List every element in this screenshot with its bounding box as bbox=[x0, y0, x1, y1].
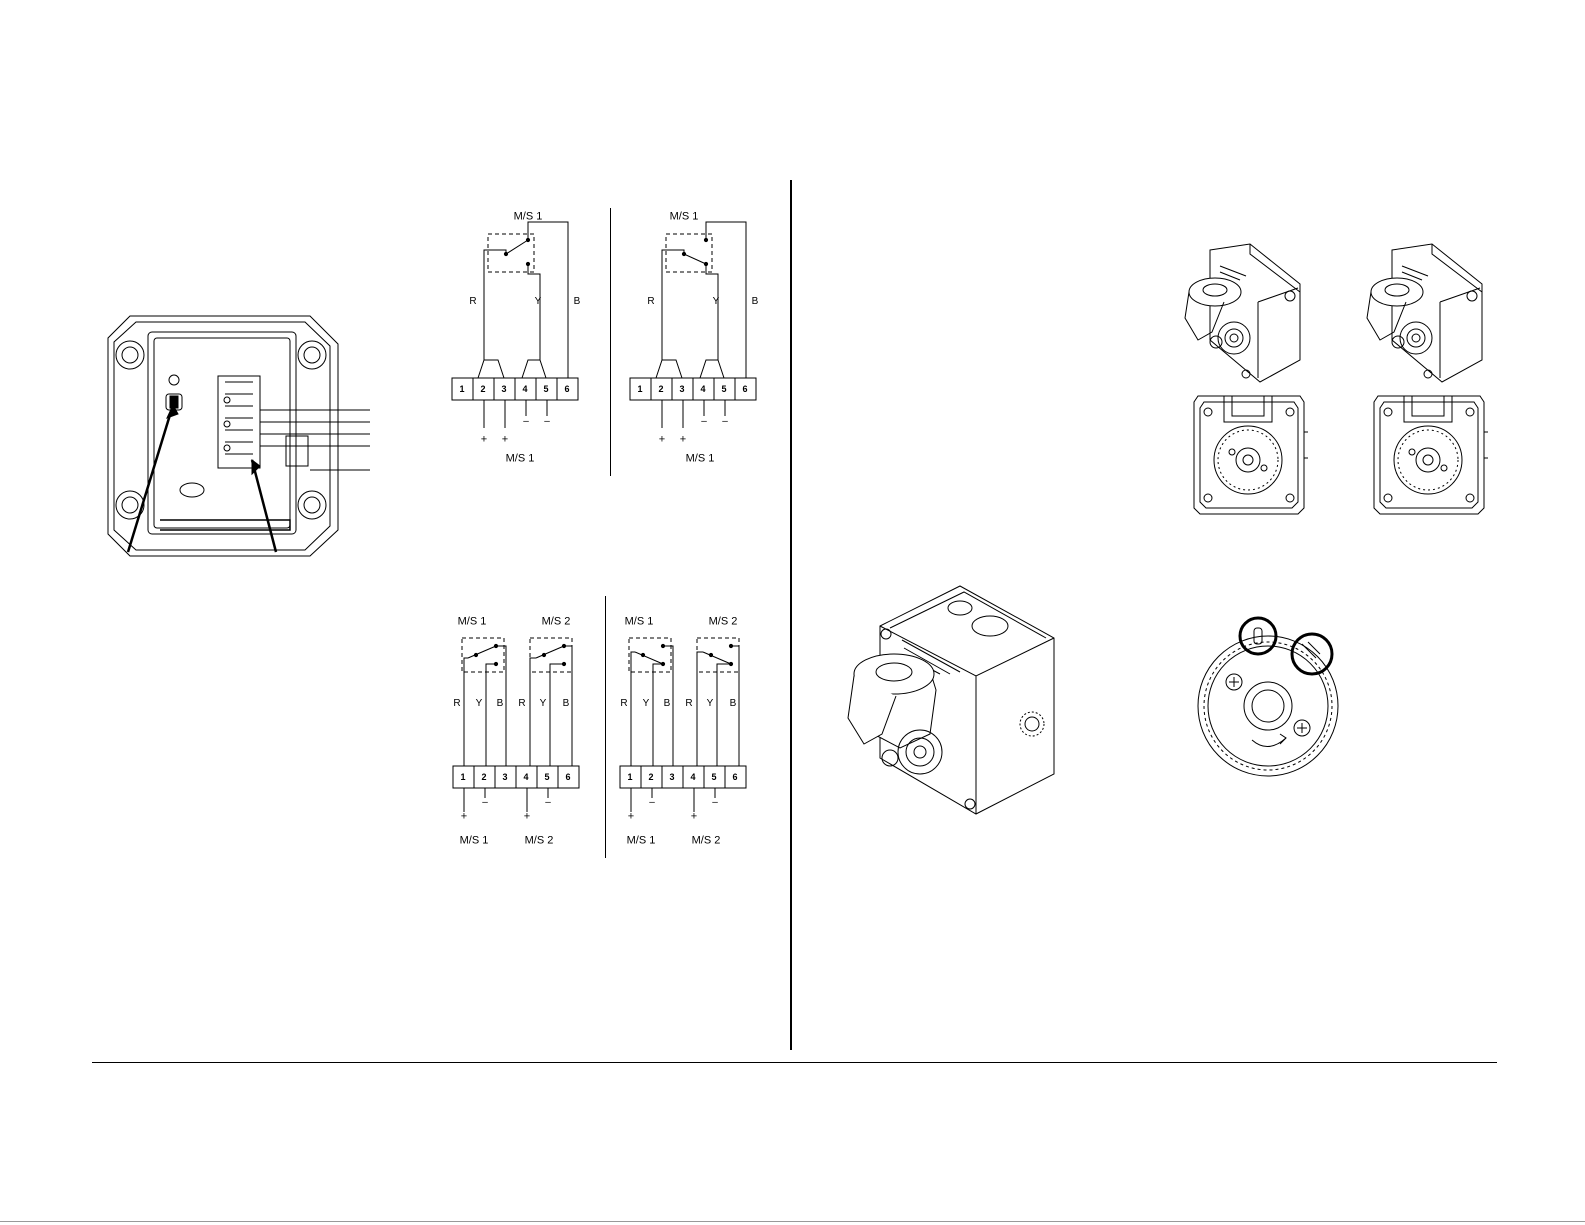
switch-label-top: M/S 2 bbox=[542, 617, 571, 628]
enclosure-interior-drawing bbox=[100, 310, 390, 570]
terminal-5: 5 bbox=[711, 772, 716, 782]
wire-label-r: R bbox=[518, 699, 525, 709]
wiring-diagram-single-b: M/S 1 R Y B 1 2 3 4 5 6 + + – – M/S 1 bbox=[618, 200, 778, 480]
sign-minus: – bbox=[649, 798, 655, 808]
sign-plus: + bbox=[461, 812, 467, 823]
sign-plus: + bbox=[628, 812, 634, 823]
wire-label-r: R bbox=[469, 297, 476, 307]
terminal-3: 3 bbox=[501, 384, 506, 394]
terminal-1: 1 bbox=[459, 384, 464, 394]
wiring-diagram-dual-a: M/S 1 M/S 2 R Y B R Y B 1 2 3 4 5 6 + – … bbox=[450, 612, 600, 852]
actuator-iso-view-a bbox=[1180, 240, 1310, 385]
diagram-separator-top bbox=[610, 208, 611, 476]
wire-label-r: R bbox=[620, 699, 627, 709]
terminal-4: 4 bbox=[523, 772, 528, 782]
terminal-5: 5 bbox=[543, 384, 548, 394]
wire-label-b: B bbox=[730, 699, 737, 709]
vertical-divider bbox=[790, 180, 792, 1050]
terminal-6: 6 bbox=[732, 772, 737, 782]
switch-label-top: M/S 2 bbox=[709, 617, 738, 628]
switch-label-top: M/S 1 bbox=[458, 617, 487, 628]
terminal-2: 2 bbox=[658, 384, 663, 394]
horizontal-divider bbox=[92, 1062, 1497, 1063]
switch-label-bottom: M/S 1 bbox=[460, 836, 489, 847]
actuator-front-view-b bbox=[1368, 392, 1490, 518]
terminal-5: 5 bbox=[721, 384, 726, 394]
sign-minus: – bbox=[701, 417, 707, 427]
terminal-2: 2 bbox=[648, 772, 653, 782]
wire-label-b: B bbox=[563, 699, 570, 709]
terminal-5: 5 bbox=[544, 772, 549, 782]
sign-plus: + bbox=[691, 812, 697, 823]
terminal-1: 1 bbox=[460, 772, 465, 782]
wiring-diagram-dual-b: M/S 1 M/S 2 R Y B R Y B 1 2 3 4 5 6 + – … bbox=[617, 612, 767, 852]
sign-minus: – bbox=[523, 417, 529, 427]
sign-plus: + bbox=[659, 435, 665, 446]
wire-label-b: B bbox=[574, 297, 581, 307]
wire-label-y: Y bbox=[643, 699, 650, 709]
switch-label-bottom: M/S 1 bbox=[506, 454, 535, 465]
terminal-2: 2 bbox=[481, 772, 486, 782]
sign-plus: + bbox=[524, 812, 530, 823]
actuator-large-iso-view bbox=[840, 578, 1065, 820]
switch-label-top: M/S 1 bbox=[514, 212, 543, 223]
wire-label-r: R bbox=[685, 699, 692, 709]
switch-label-top: M/S 1 bbox=[670, 212, 699, 223]
terminal-3: 3 bbox=[669, 772, 674, 782]
actuator-front-view-a bbox=[1188, 392, 1310, 518]
sign-minus: – bbox=[545, 798, 551, 808]
sign-minus: – bbox=[712, 798, 718, 808]
wire-label-b: B bbox=[497, 699, 504, 709]
wire-label-r: R bbox=[453, 699, 460, 709]
wiring-diagram-single-a: M/S 1 R Y B 1 2 3 4 5 6 + + – – M/S 1 bbox=[440, 200, 600, 480]
terminal-4: 4 bbox=[522, 384, 527, 394]
sign-minus: – bbox=[722, 417, 728, 427]
wire-label-y: Y bbox=[713, 297, 720, 307]
terminal-1: 1 bbox=[627, 772, 632, 782]
terminal-6: 6 bbox=[565, 772, 570, 782]
terminal-2: 2 bbox=[480, 384, 485, 394]
terminal-4: 4 bbox=[700, 384, 705, 394]
wire-label-b: B bbox=[664, 699, 671, 709]
cam-dial-detail-view bbox=[1190, 608, 1350, 778]
footer-rule bbox=[0, 1221, 1585, 1222]
wire-label-y: Y bbox=[540, 699, 547, 709]
wire-label-b: B bbox=[752, 297, 759, 307]
wire-label-y: Y bbox=[476, 699, 483, 709]
wire-label-y: Y bbox=[707, 699, 714, 709]
sign-plus: + bbox=[502, 435, 508, 446]
actuator-iso-view-b bbox=[1362, 240, 1492, 385]
diagram-separator-bottom bbox=[605, 596, 606, 858]
wire-label-y: Y bbox=[535, 297, 542, 307]
terminal-3: 3 bbox=[679, 384, 684, 394]
switch-label-top: M/S 1 bbox=[625, 617, 654, 628]
switch-label-bottom: M/S 2 bbox=[692, 836, 721, 847]
terminal-1: 1 bbox=[637, 384, 642, 394]
sign-minus: – bbox=[544, 417, 550, 427]
wire-label-r: R bbox=[647, 297, 654, 307]
terminal-4: 4 bbox=[690, 772, 695, 782]
sign-plus: + bbox=[481, 435, 487, 446]
terminal-3: 3 bbox=[502, 772, 507, 782]
switch-label-bottom: M/S 1 bbox=[686, 454, 715, 465]
terminal-6: 6 bbox=[742, 384, 747, 394]
sign-plus: + bbox=[680, 435, 686, 446]
switch-label-bottom: M/S 1 bbox=[627, 836, 656, 847]
terminal-6: 6 bbox=[564, 384, 569, 394]
switch-label-bottom: M/S 2 bbox=[525, 836, 554, 847]
sign-minus: – bbox=[482, 798, 488, 808]
